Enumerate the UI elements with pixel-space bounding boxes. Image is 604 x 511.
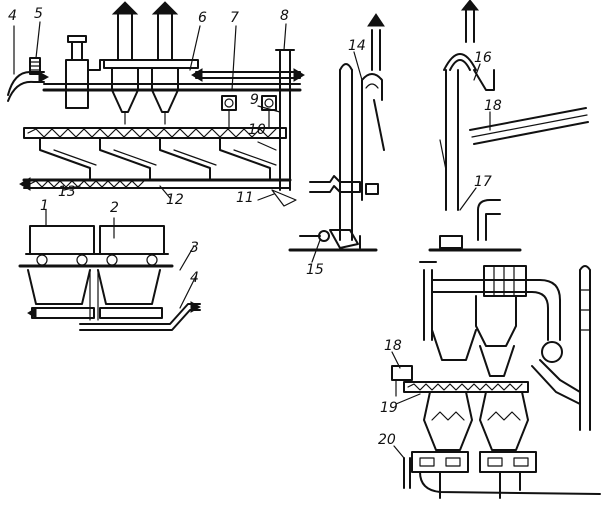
label-3: 3 (190, 240, 199, 256)
label-2: 2 (110, 200, 119, 216)
label-leaders (13, 21, 491, 459)
label-6: 6 (198, 10, 207, 26)
label-18-lower: 18 (384, 338, 402, 354)
collector-trough (19, 177, 292, 191)
label-1: 1 (40, 198, 49, 214)
screw-conveyor (23, 127, 287, 139)
belt-conveyor (27, 301, 202, 331)
kiln-units (403, 391, 601, 499)
mixing-chutes (39, 137, 277, 181)
label-17: 17 (474, 174, 492, 190)
return-air-line (191, 68, 305, 82)
inclined-chute-18 (469, 107, 589, 145)
dosing-feeder-18 (391, 365, 413, 397)
collector-conveyor-19 (403, 381, 529, 393)
label-12: 12 (166, 192, 184, 208)
elevator-16 (428, 0, 522, 252)
rotary-feeders (221, 95, 277, 129)
separator-column (531, 265, 591, 431)
callout-labels: 1 2 3 4 4 5 6 7 8 9 10 11 12 13 14 15 16… (8, 6, 502, 448)
label-9: 9 (250, 92, 259, 108)
label-14: 14 (348, 38, 366, 54)
cyclone-pair (103, 1, 199, 125)
label-10: 10 (248, 122, 266, 138)
label-15: 15 (306, 262, 324, 278)
label-4-lower: 4 (190, 270, 199, 286)
exhaust-fan (65, 35, 113, 109)
label-19: 19 (380, 400, 398, 416)
label-7: 7 (230, 10, 239, 26)
label-5: 5 (34, 6, 43, 22)
label-8: 8 (280, 8, 289, 24)
label-20: 20 (378, 432, 396, 448)
bucket-elevator-column (271, 49, 297, 207)
label-4-upper: 4 (8, 8, 17, 24)
cyclone-battery (431, 265, 527, 377)
rail-cars (18, 225, 174, 268)
label-18-upper: 18 (484, 98, 502, 114)
receiving-hoppers (27, 269, 161, 321)
elevator-14 (288, 13, 385, 252)
lower-ducting (419, 261, 561, 341)
label-13: 13 (58, 184, 76, 200)
feed-valve (29, 57, 41, 75)
label-16: 16 (474, 50, 492, 66)
label-11: 11 (236, 190, 254, 206)
